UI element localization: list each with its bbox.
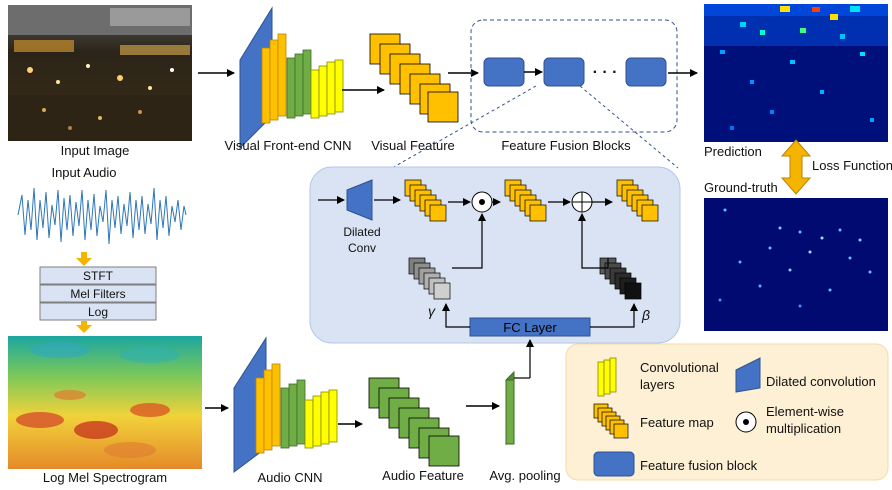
gamma-label: γ: [428, 303, 436, 319]
fusion-block-1: [483, 57, 525, 87]
arrow-fc-to-gamma: [442, 303, 470, 328]
zoom-line-left: [391, 85, 537, 169]
arrow-gamma-to-mult: [452, 213, 486, 269]
legend-elementwise-icon: [735, 411, 757, 433]
detail-feature-map-2: [504, 179, 547, 222]
beta-feature-maps: [599, 257, 642, 300]
ground-truth-map: [704, 198, 888, 331]
fusion-ellipsis: · · ·: [593, 64, 618, 81]
avg-pooling-label: Avg. pooling: [489, 468, 560, 483]
fusion-detail-panel: [309, 166, 681, 344]
legend-dilated-label: Dilated convolution: [766, 374, 876, 389]
zoom-line-right: [579, 85, 679, 169]
input-image-label: Input Image: [61, 143, 130, 158]
detail-feature-map-1: [404, 179, 447, 222]
mel-filters-label: Mel Filters: [70, 287, 125, 301]
legend-elem-label-1: Element-wise: [766, 404, 844, 419]
stft-label: STFT: [83, 269, 114, 283]
legend-conv-label-2: layers: [640, 377, 675, 392]
log-label: Log: [88, 305, 108, 319]
legend-dilated-icon: [735, 357, 761, 393]
legend-fusion-block-icon: [593, 451, 635, 477]
dilated-conv-shape: [346, 179, 373, 221]
visual-cnn-block: [239, 6, 344, 150]
ground-truth-label: Ground-truth: [704, 180, 778, 195]
arrow-fc-to-beta: [590, 303, 638, 328]
arrow-log-to-spec-head: [76, 325, 92, 333]
log-mel-spectrogram: [8, 336, 202, 469]
prediction-label: Prediction: [704, 144, 762, 159]
fusion-blocks-label: Feature Fusion Blocks: [501, 138, 631, 153]
visual-cnn-label: Visual Front-end CNN: [225, 138, 352, 153]
legend-elem-label-2: multiplication: [766, 421, 841, 436]
dilated-conv-label-1: Dilated: [343, 225, 380, 239]
elementwise-add-node: [571, 191, 593, 213]
legend-feature-map-label: Feature map: [640, 415, 714, 430]
fusion-block-2: [543, 57, 585, 87]
legend-conv-label-1: Convolutional: [640, 360, 719, 375]
audio-waveform: [17, 187, 187, 245]
input-audio-label: Input Audio: [51, 165, 116, 180]
fc-layer-label: FC Layer: [503, 320, 557, 335]
fusion-block-n: [625, 57, 667, 87]
arrow-audio-to-stft-head: [76, 258, 92, 266]
audio-cnn-block: [233, 336, 338, 473]
log-mel-label: Log Mel Spectrogram: [43, 470, 167, 485]
visual-feature-label: Visual Feature: [371, 138, 455, 153]
legend-feature-map-icon: [593, 403, 629, 439]
legend-conv-layers-icon: [597, 357, 617, 397]
input-image: [8, 5, 192, 141]
log-box: [39, 302, 157, 321]
detail-feature-map-3: [616, 179, 659, 222]
visual-feature-maps: [369, 33, 459, 123]
legend-fusion-block-label: Feature fusion block: [640, 458, 758, 473]
audio-feature-maps: [368, 377, 460, 467]
audio-cnn-label: Audio CNN: [257, 470, 322, 485]
prediction-map: [704, 4, 888, 142]
stft-box: [39, 266, 157, 285]
arrow-beta-to-add: [578, 213, 609, 269]
gamma-feature-maps: [408, 257, 451, 300]
avg-pooling-vector: [505, 379, 515, 445]
fusion-blocks-group: [470, 19, 678, 133]
beta-label: β: [641, 307, 650, 323]
loss-function-arrow: [780, 139, 812, 195]
elementwise-multiply-node: [471, 191, 493, 213]
mel-filters-box: [39, 284, 157, 303]
dilated-conv-label-2: Conv: [348, 241, 376, 255]
legend-box: [565, 343, 889, 481]
loss-function-label: Loss Function: [812, 158, 892, 173]
audio-feature-label: Audio Feature: [382, 468, 464, 483]
